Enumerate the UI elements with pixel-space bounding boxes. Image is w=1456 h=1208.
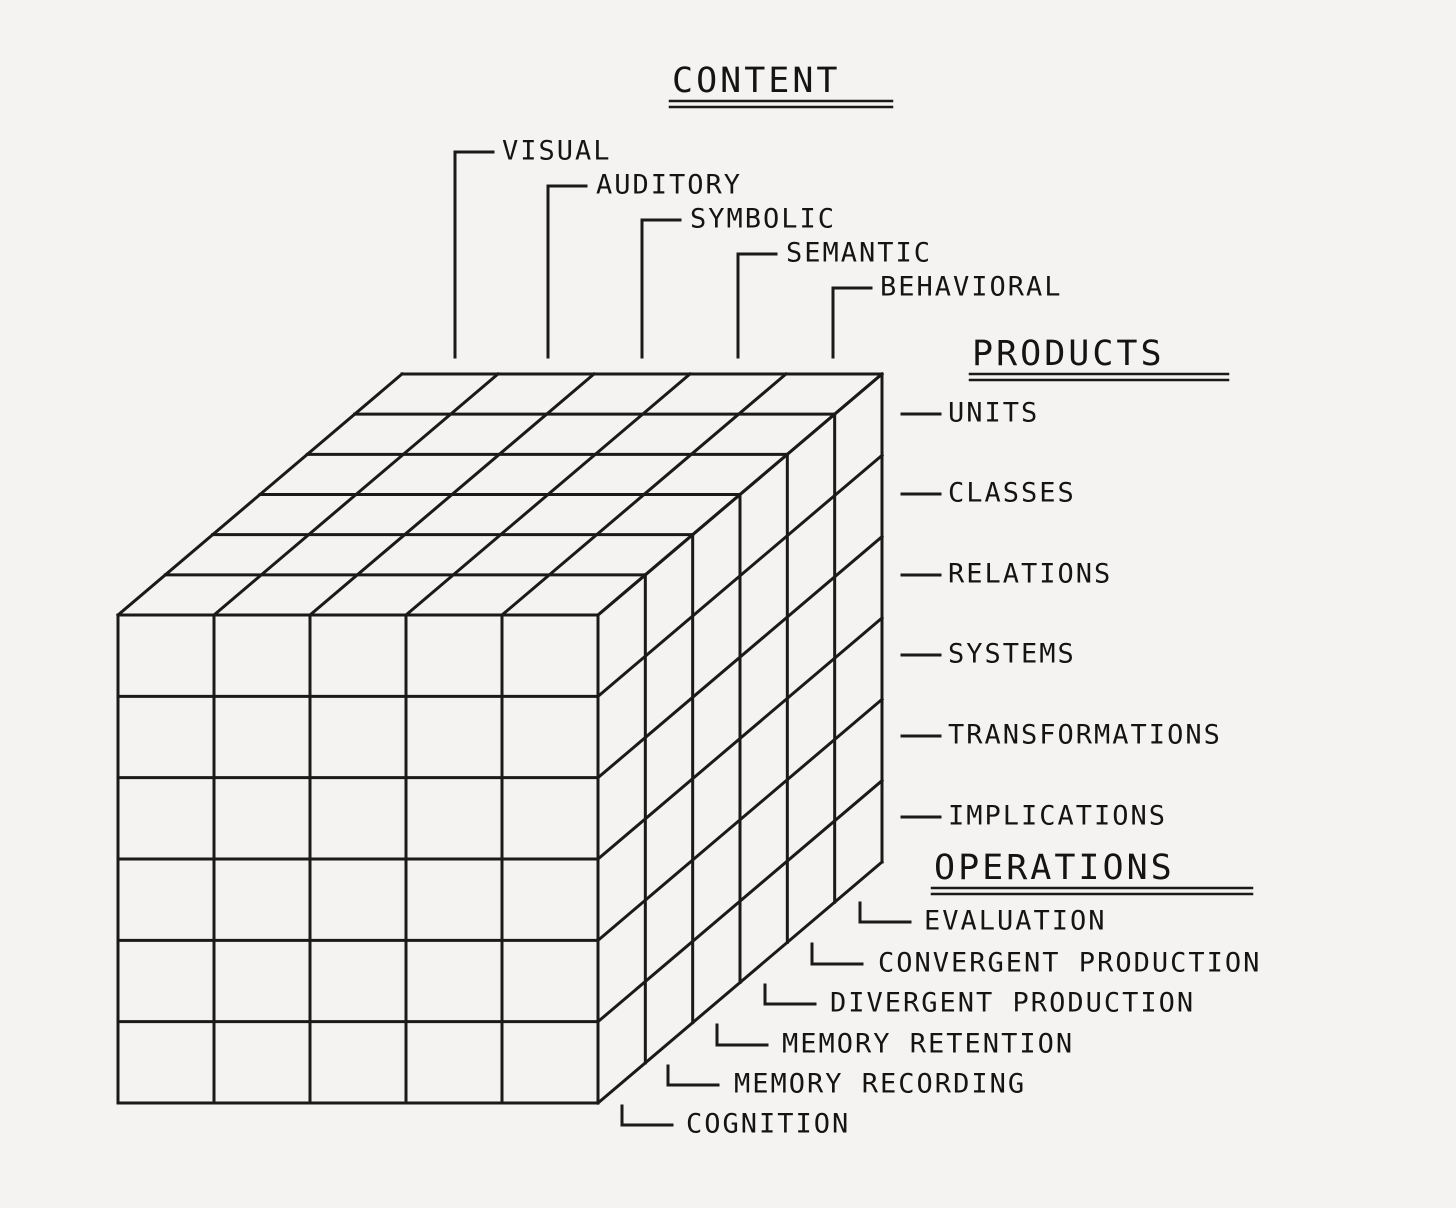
operation-label-evaluation: EVALUATION bbox=[924, 906, 1107, 937]
right-receding-line bbox=[595, 697, 885, 943]
operation-leader bbox=[666, 1064, 720, 1087]
top-receding-line bbox=[499, 371, 789, 618]
operation-leader bbox=[858, 901, 912, 924]
cube-grid bbox=[115, 371, 885, 1106]
operation-leader bbox=[715, 1023, 769, 1047]
content-leader bbox=[736, 252, 778, 359]
product-label-systems: SYSTEMS bbox=[948, 639, 1076, 670]
content-leader bbox=[640, 218, 682, 359]
operation-label-memory-retention: MEMORY RETENTION bbox=[782, 1029, 1074, 1060]
right-receding-line bbox=[595, 778, 885, 1024]
operation-leader bbox=[620, 1104, 674, 1127]
operation-leader bbox=[763, 983, 817, 1006]
top-receding-line bbox=[307, 371, 597, 618]
operation-label-divergent-production: DIVERGENT PRODUCTION bbox=[830, 988, 1195, 1019]
top-receding-line bbox=[211, 371, 501, 618]
product-label-transformations: TRANSFORMATIONS bbox=[948, 720, 1222, 751]
products-heading: PRODUCTS bbox=[972, 334, 1165, 374]
product-leaders bbox=[900, 412, 942, 819]
right-receding-line bbox=[595, 453, 885, 699]
content-label-semantic: SEMANTIC bbox=[786, 238, 932, 269]
content-heading: CONTENT bbox=[672, 61, 841, 101]
operation-leaders bbox=[620, 901, 912, 1127]
product-label-units: UNITS bbox=[948, 398, 1039, 429]
product-label-classes: CLASSES bbox=[948, 478, 1076, 509]
content-label-symbolic: SYMBOLIC bbox=[690, 204, 836, 235]
right-receding-line bbox=[595, 615, 885, 862]
right-receding-line bbox=[595, 534, 885, 780]
operations-heading: OPERATIONS bbox=[934, 848, 1175, 888]
right-receding-line bbox=[595, 371, 885, 618]
content-leader bbox=[831, 286, 873, 359]
operation-label-cognition: COGNITION bbox=[686, 1109, 850, 1140]
product-label-relations: RELATIONS bbox=[948, 559, 1112, 590]
content-leader bbox=[546, 184, 588, 359]
content-label-visual: VISUAL bbox=[502, 136, 612, 167]
operation-leader bbox=[810, 942, 864, 966]
top-receding-line bbox=[403, 371, 693, 618]
content-leaders bbox=[453, 150, 873, 359]
content-leader bbox=[453, 150, 495, 359]
operation-label-convergent-production: CONVERGENT PRODUCTION bbox=[878, 948, 1261, 979]
operation-label-memory-recording: MEMORY RECORDING bbox=[734, 1069, 1026, 1100]
product-label-implications: IMPLICATIONS bbox=[948, 801, 1167, 832]
right-receding-line bbox=[595, 859, 885, 1106]
content-label-auditory: AUDITORY bbox=[596, 170, 742, 201]
top-receding-line bbox=[115, 371, 405, 618]
content-label-behavioral: BEHAVIORAL bbox=[880, 272, 1063, 303]
